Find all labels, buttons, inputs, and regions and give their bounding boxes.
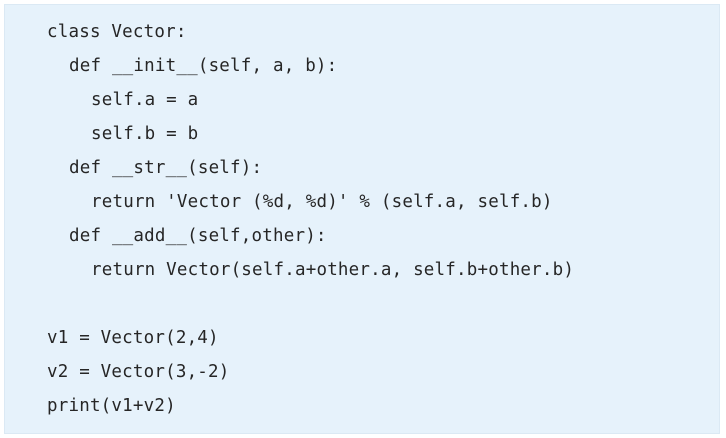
code-line-assign-b: self.b = b: [91, 124, 199, 144]
code-line-add-def: def __add__(self,other):: [69, 226, 327, 246]
code-line-class-def: class Vector:: [47, 22, 187, 42]
code-line-str-def: def __str__(self):: [69, 158, 263, 178]
code-block: class Vector: def __init__(self, a, b): …: [4, 4, 720, 434]
code-line-v2: v2 = Vector(3,-2): [47, 362, 230, 382]
code-line-assign-a: self.a = a: [91, 90, 199, 110]
code-line-str-return: return 'Vector (%d, %d)' % (self.a, self…: [91, 192, 553, 212]
code-line-add-return: return Vector(self.a+other.a, self.b+oth…: [91, 260, 575, 280]
code-line-v1: v1 = Vector(2,4): [47, 328, 219, 348]
code-line-init-def: def __init__(self, a, b):: [69, 56, 338, 76]
code-line-print: print(v1+v2): [47, 396, 176, 416]
